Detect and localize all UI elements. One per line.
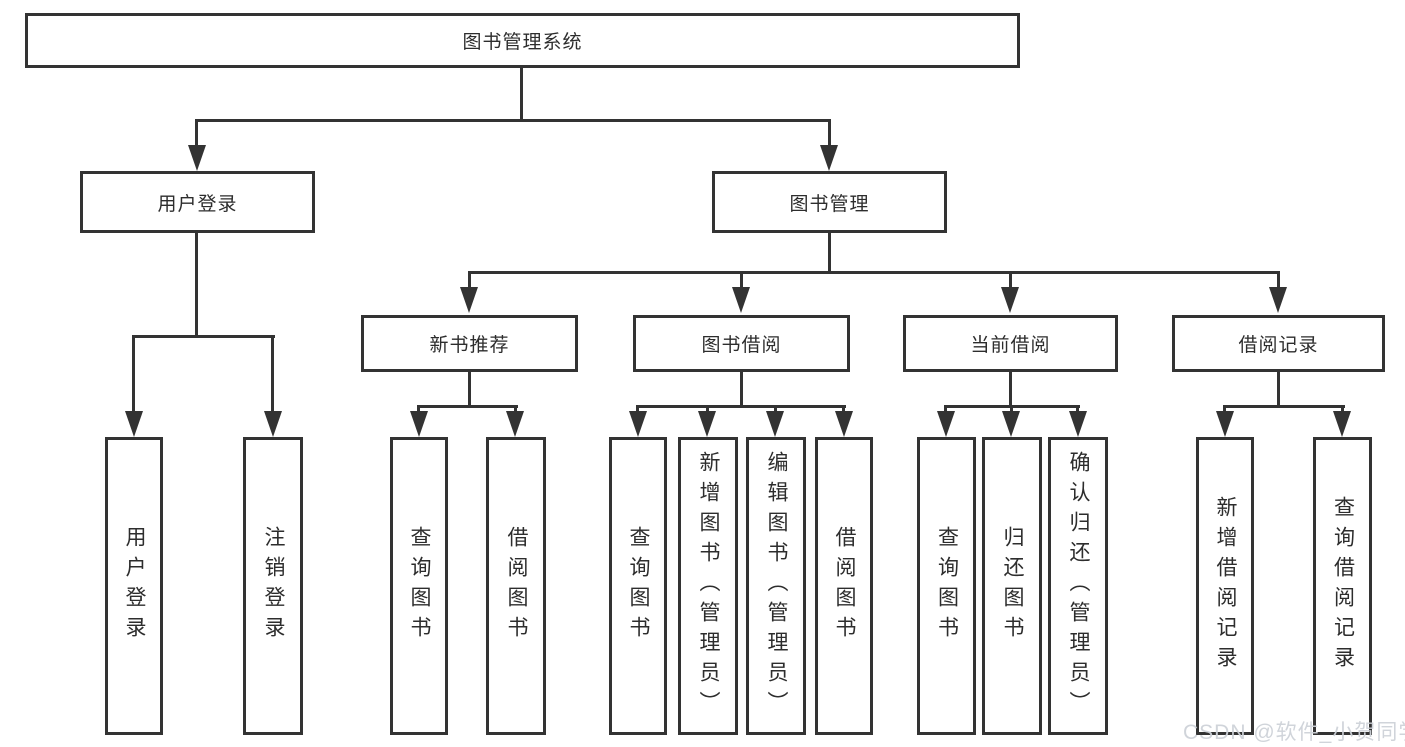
edge-currentborrow-stem bbox=[1009, 271, 1012, 288]
arrowhead-icon bbox=[410, 411, 428, 437]
edge-book-mgmt-hline bbox=[468, 271, 1280, 274]
arrowhead-icon bbox=[1216, 411, 1234, 437]
edge-stem bbox=[636, 405, 639, 413]
arrowhead-icon bbox=[835, 411, 853, 437]
edge-newbooks-down bbox=[468, 372, 471, 408]
arrowhead-icon bbox=[937, 411, 955, 437]
arrowhead-icon bbox=[1333, 411, 1351, 437]
edge-stem bbox=[417, 405, 420, 413]
node-user-login: 用户登录 bbox=[80, 171, 315, 233]
node-book-borrowing: 图书借阅 bbox=[633, 315, 850, 372]
arrowhead-icon bbox=[629, 411, 647, 437]
edge-stem bbox=[774, 405, 777, 413]
leaf-borrow-borrow: 借阅图书 bbox=[815, 437, 873, 735]
edge-bookborrow-down bbox=[740, 372, 743, 408]
edge-bookborrow-hline bbox=[636, 405, 846, 408]
edge-stem bbox=[842, 405, 845, 413]
edge-book-mgmt-stem bbox=[828, 119, 831, 147]
leaf-logout: 注销登录 bbox=[243, 437, 303, 735]
arrowhead-icon bbox=[506, 411, 524, 437]
edge-records-down bbox=[1277, 372, 1280, 408]
edge-stem bbox=[1341, 405, 1344, 413]
node-root: 图书管理系统 bbox=[25, 13, 1020, 68]
arrowhead-icon bbox=[766, 411, 784, 437]
edge-stem bbox=[944, 405, 947, 413]
node-book-management: 图书管理 bbox=[712, 171, 947, 233]
node-borrowing-records: 借阅记录 bbox=[1172, 315, 1385, 372]
arrowhead-icon bbox=[1269, 287, 1287, 313]
edge-book-mgmt-down bbox=[828, 233, 831, 273]
arrowhead-icon bbox=[698, 411, 716, 437]
node-current-borrowing: 当前借阅 bbox=[903, 315, 1118, 372]
arrowhead-icon bbox=[125, 411, 143, 437]
leaf-borrow-add-admin: 新增图书（管理员） bbox=[678, 437, 738, 735]
leaf-newbooks-query: 查询图书 bbox=[390, 437, 448, 735]
edge-newbooks-stem bbox=[468, 271, 471, 288]
edge-user-login-down bbox=[195, 233, 198, 338]
leaf-newbooks-borrow: 借阅图书 bbox=[486, 437, 546, 735]
edge-leaf-login-stem bbox=[132, 335, 135, 412]
edge-user-login-hline bbox=[132, 335, 275, 338]
edge-currentborrow-down bbox=[1009, 372, 1012, 408]
edge-stem bbox=[1223, 405, 1226, 413]
arrowhead-icon bbox=[1002, 411, 1020, 437]
arrowhead-icon bbox=[1069, 411, 1087, 437]
csdn-watermark: CSDN @软件_小贺同学 bbox=[1183, 721, 1405, 744]
edge-root-stem bbox=[520, 68, 523, 119]
leaf-current-confirm-admin: 确认归还（管理员） bbox=[1048, 437, 1108, 735]
edge-stem bbox=[1076, 405, 1079, 413]
edge-stem bbox=[706, 405, 709, 413]
leaf-borrow-edit-admin: 编辑图书（管理员） bbox=[746, 437, 806, 735]
edge-records-stem bbox=[1277, 271, 1280, 288]
arrowhead-icon bbox=[264, 411, 282, 437]
leaf-borrow-query: 查询图书 bbox=[609, 437, 667, 735]
leaf-current-query: 查询图书 bbox=[917, 437, 976, 735]
leaf-records-query: 查询借阅记录 bbox=[1313, 437, 1372, 735]
edge-stem bbox=[1010, 405, 1013, 413]
leaf-records-add: 新增借阅记录 bbox=[1196, 437, 1254, 735]
leaf-current-return: 归还图书 bbox=[982, 437, 1042, 735]
edge-records-hline bbox=[1223, 405, 1345, 408]
arrowhead-icon bbox=[820, 145, 838, 171]
edge-stem bbox=[514, 405, 517, 413]
leaf-user-login: 用户登录 bbox=[105, 437, 163, 735]
edge-bookborrow-stem bbox=[740, 271, 743, 288]
arrowhead-icon bbox=[1001, 287, 1019, 313]
edge-root-hline bbox=[195, 119, 831, 122]
edge-user-login-stem bbox=[195, 119, 198, 147]
edge-newbooks-hline bbox=[417, 405, 518, 408]
edge-leaf-logout-stem bbox=[271, 335, 274, 412]
arrowhead-icon bbox=[460, 287, 478, 313]
arrowhead-icon bbox=[732, 287, 750, 313]
arrowhead-icon bbox=[188, 145, 206, 171]
node-new-book-recommend: 新书推荐 bbox=[361, 315, 578, 372]
